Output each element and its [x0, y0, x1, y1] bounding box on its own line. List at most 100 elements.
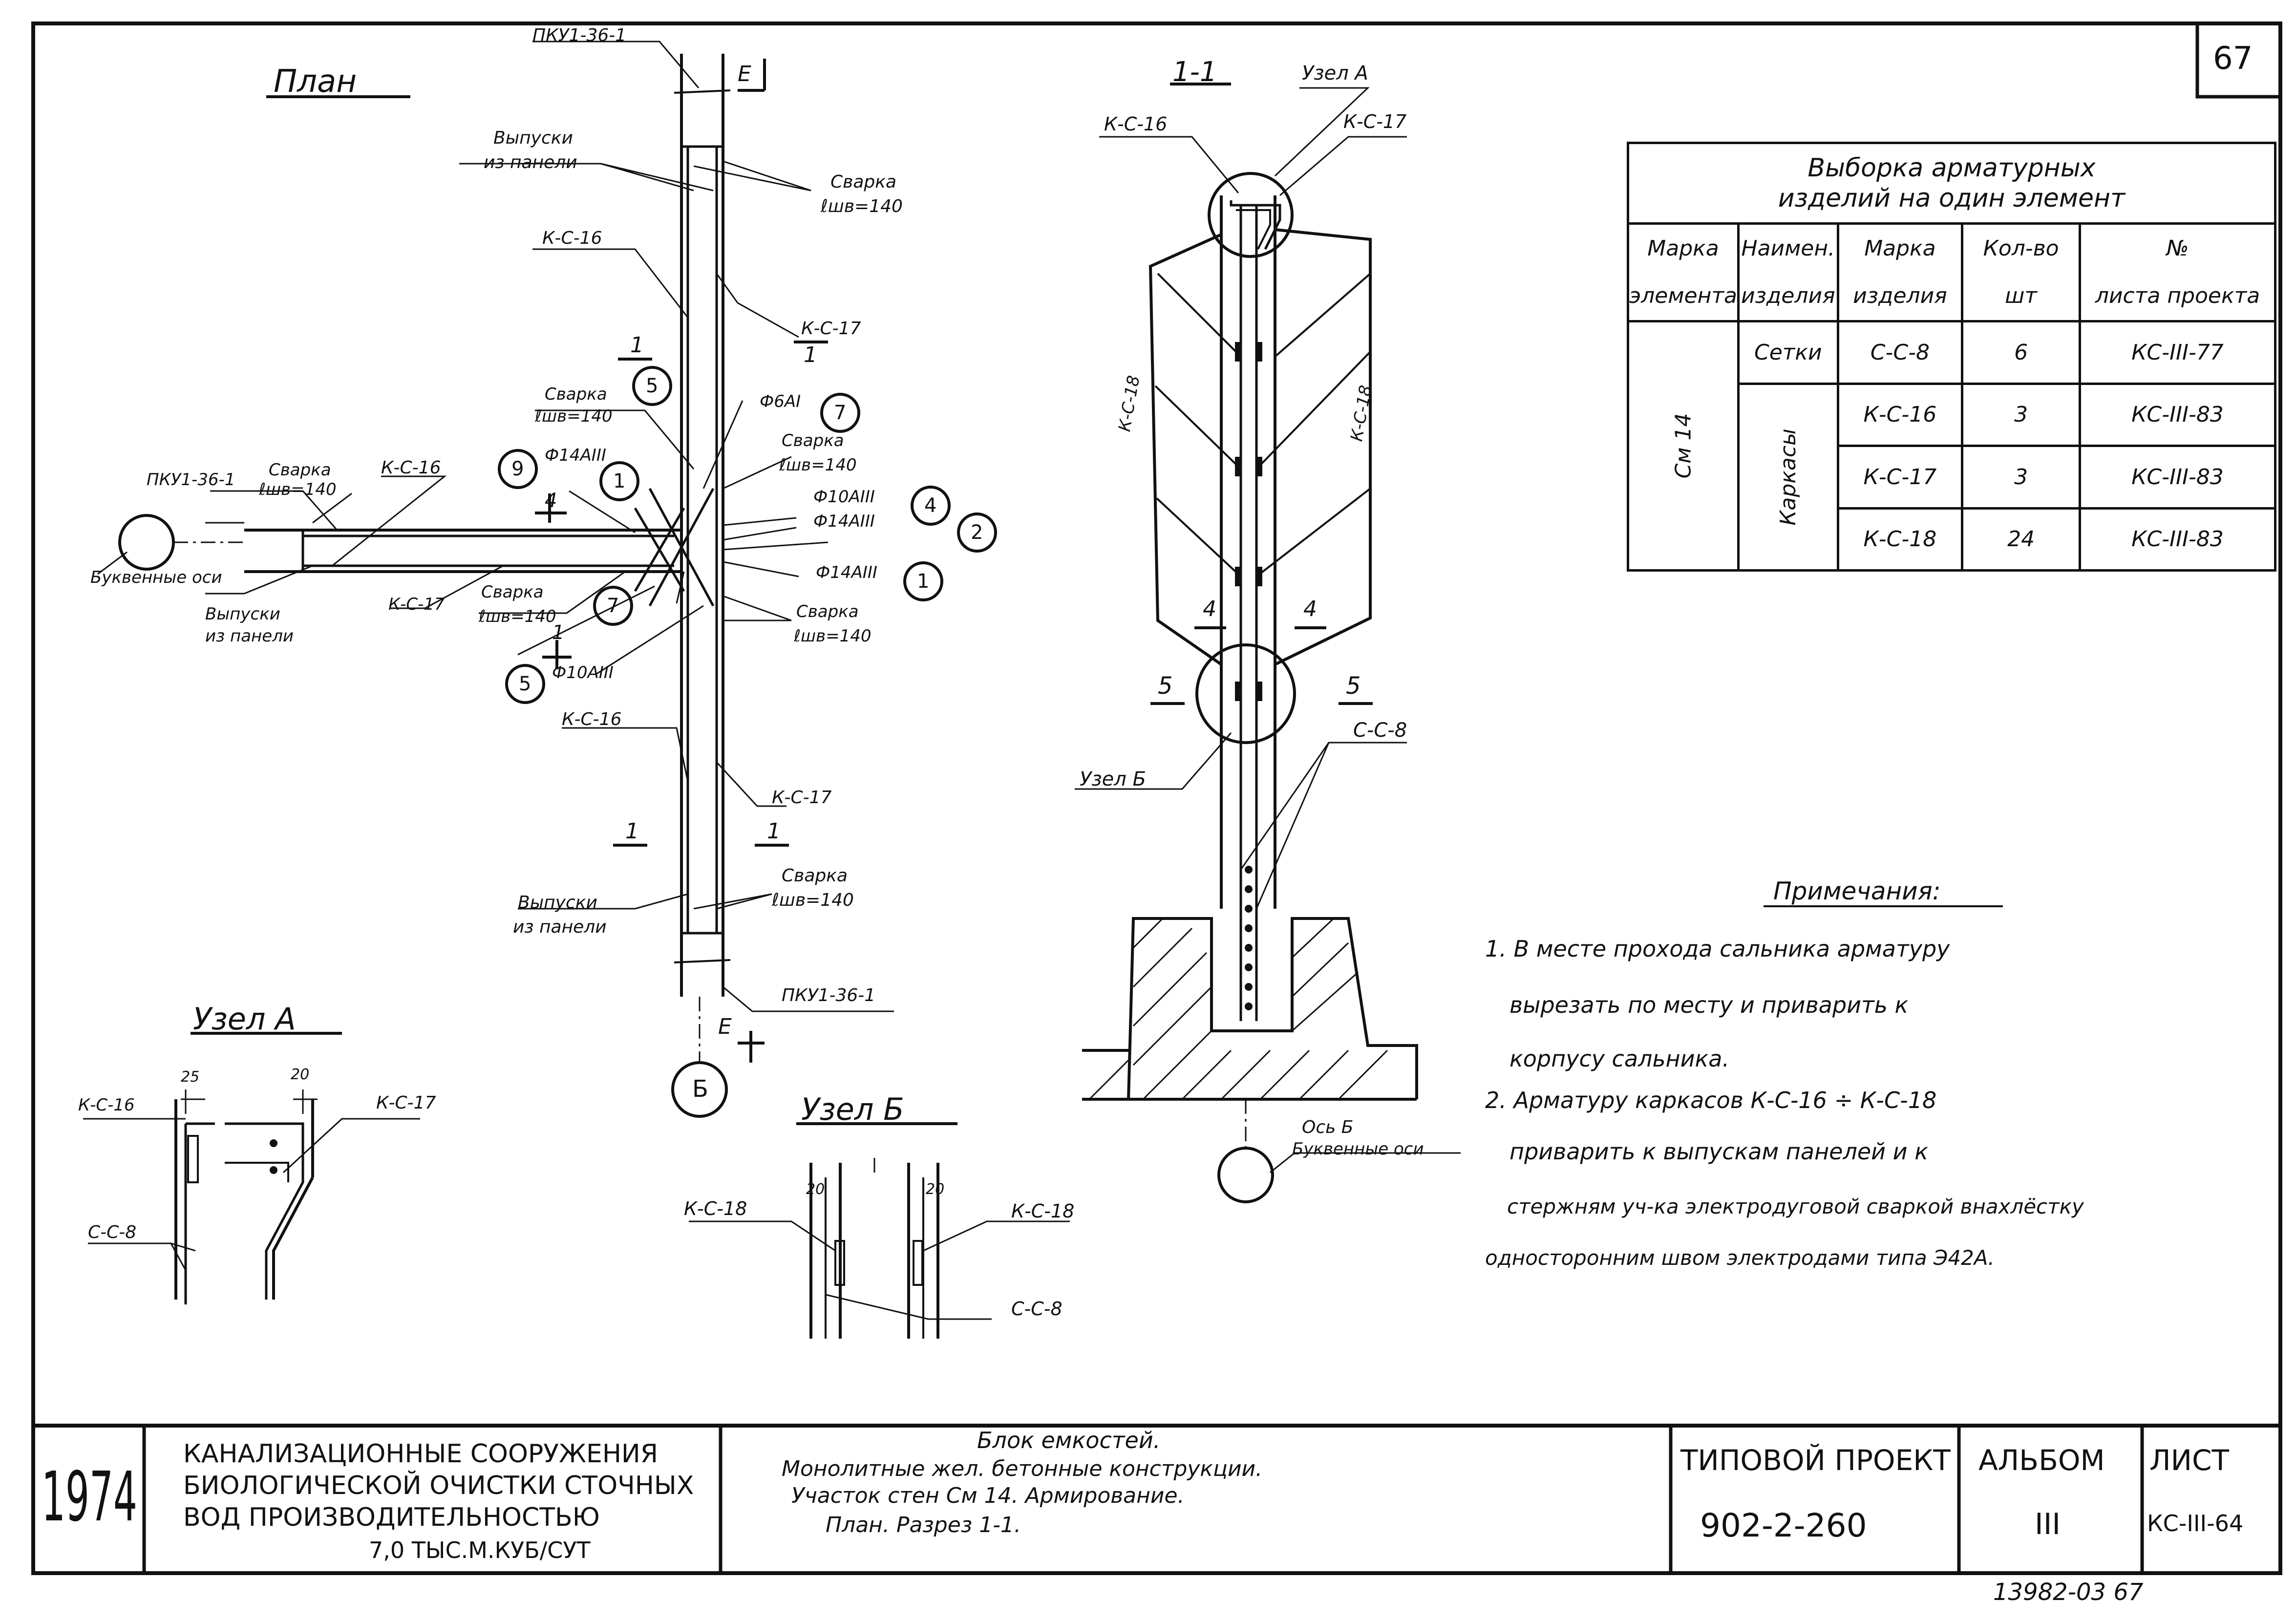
title-org-line: 7,0 ТЫС.М.КУБ/СУТ	[369, 1537, 591, 1563]
plan-label-ks16-bottom: К-С-16	[562, 709, 622, 729]
plan-label-ks17-bottom: К-С-17	[772, 788, 832, 808]
title-desc-line: План. Разрез 1-1.	[826, 1513, 1021, 1537]
section-label-cut-5-right: 5	[1346, 672, 1361, 700]
callout-2: 2	[971, 521, 983, 544]
table-sheet-cell: КС-III-83	[2078, 445, 2277, 510]
plan-label-section-4: 4	[545, 490, 557, 512]
section-label-cc8: С-С-8	[1353, 719, 1407, 742]
table-header-cell: Наимен. изделия	[1737, 222, 1839, 322]
plan-label-vypuski-left-1: Выпуски	[205, 604, 280, 624]
title-org-line: БИОЛОГИЧЕСКОЙ ОЧИСТКИ СТОЧНЫХ	[183, 1471, 694, 1500]
node-a-label-ks17: К-С-17	[376, 1093, 436, 1113]
section-label-uzel-b: Узел Б	[1080, 768, 1146, 790]
callout-4: 4	[924, 494, 937, 517]
plan-label-svarka-top-2: ℓшв=140	[821, 196, 903, 216]
plan-label-phi10-right: Ф10АIII	[813, 487, 875, 507]
table-qty-cell: 24	[1961, 507, 2081, 572]
node-b-label-dim20-left: 20	[806, 1181, 825, 1198]
note-line: приварить к выпускам панелей и к	[1509, 1138, 1928, 1165]
note-line: 1. В месте прохода сальника арматуру	[1485, 936, 1950, 962]
table-kind-cell: Сетки	[1737, 320, 1839, 385]
table-qty-cell: 6	[1961, 320, 2081, 385]
plan-label-section-1-mid: 1	[552, 621, 565, 644]
table-kind-karkasy: Каркасы	[1775, 428, 1801, 526]
plan-label-pku-left: ПКУ1-36-1	[147, 470, 235, 490]
plan-label-ks17-top: К-С-17	[801, 319, 861, 339]
table-mark-cell: К-С-18	[1836, 507, 1964, 572]
plan-label-vypuski-bot-1: Выпуски	[518, 893, 597, 913]
node-b-label-cc8: С-С-8	[1011, 1298, 1063, 1320]
plan-label-svarka-top-1: Сварка	[830, 172, 897, 192]
plan-label-section-1-br: 1	[767, 819, 781, 844]
table-sheet-cell: КС-III-77	[2078, 320, 2277, 385]
node-a-label-cc8: С-С-8	[88, 1222, 137, 1242]
plan-label-cut-e-bottom: Е	[718, 1014, 732, 1039]
plan-label-ks17-left: К-С-17	[388, 595, 445, 614]
plan-label-cut-e-top: Е	[738, 62, 751, 86]
title-org-line: ВОД ПРОИЗВОДИТЕЛЬНОСТЬЮ	[183, 1503, 600, 1532]
table-header-text: Наимен.	[1741, 235, 1835, 261]
plan-label-svarka-bot-1: Сварка	[782, 866, 848, 886]
plan-label-svarka-right-2: ℓшв=140	[779, 455, 857, 475]
plan-label-phi6: Ф6АI	[760, 392, 801, 411]
plan-label-svarka-lowright-2: ℓшв=140	[794, 626, 872, 646]
plan-label-svarka-left-2: ℓшв=140	[259, 480, 337, 499]
sheet-number-box	[2195, 21, 2282, 99]
footer-code: 13982-03 67	[1993, 1579, 2144, 1606]
table-qty-cell: 3	[1961, 445, 2081, 510]
plan-label-vypuski-bot-2: из панели	[513, 917, 607, 937]
title-desc-line: Монолитные жел. бетонные конструкции.	[782, 1456, 1263, 1481]
plan-label-section-1-top-right: 1	[804, 342, 817, 367]
plan-label-section-1-bl: 1	[625, 819, 639, 844]
table-header-text: листа проекта	[2095, 283, 2260, 308]
rebar-selection-table: Выборка арматурных изделий на один элеме…	[1627, 142, 2277, 572]
title-sheet-code: КС-III-64	[2147, 1510, 2244, 1537]
plan-label-section-1-top-left: 1	[630, 333, 644, 358]
section-label-uzel-a: Узел А	[1302, 62, 1368, 85]
table-header-text: №	[2166, 235, 2189, 261]
section-label-cut-4-left: 4	[1203, 597, 1216, 621]
plan-label-vypuski-top-1: Выпуски	[493, 128, 573, 148]
plan-label-svarka-low-1: Сварка	[481, 582, 544, 602]
plan-label-phi14-right2: Ф14АIII	[816, 563, 877, 582]
table-qty-cell: 3	[1961, 382, 2081, 447]
section-label-cut-4-right: 4	[1303, 597, 1317, 621]
title-project-number: 902-2-260	[1700, 1507, 1867, 1544]
node-a-label-dim20: 20	[291, 1066, 310, 1083]
table-mark-cell: С-С-8	[1836, 320, 1964, 385]
note-line: корпусу сальника.	[1509, 1046, 1730, 1072]
callout-9: 9	[511, 458, 524, 480]
table-title: Выборка арматурных изделий на один элеме…	[1627, 142, 2276, 225]
plan-title: План	[274, 64, 357, 100]
axis-b-plan: Б	[692, 1075, 708, 1103]
note-line: стержням уч-ка электродуговой сваркой вн…	[1507, 1195, 2084, 1218]
note-line: односторонним швом электродами типа Э42А…	[1485, 1246, 1995, 1270]
table-element-cell: См 14	[1627, 320, 1740, 572]
callout-5: 5	[646, 375, 659, 397]
table-header-text: изделия	[1741, 283, 1835, 308]
sheet-frame	[31, 21, 2282, 1575]
node-b-label-dim20-right: 20	[926, 1181, 945, 1198]
plan-label-pku-bottom: ПКУ1-36-1	[782, 985, 876, 1005]
plan-label-svarka-left-1: Сварка	[269, 460, 331, 480]
table-header-text: элемента	[1629, 283, 1737, 308]
plan-label-phi10-low: Ф10АIII	[552, 663, 614, 683]
plan-label-ks16-top: К-С-16	[542, 228, 602, 248]
plan-label-bukvennye-osi-left: Буквенные оси	[90, 568, 222, 587]
table-kind-cell: Каркасы	[1737, 382, 1839, 572]
table-mark-cell: К-С-17	[1836, 445, 1964, 510]
note-line: 2. Арматуру каркасов К-С-16 ÷ К-С-18	[1485, 1087, 1937, 1113]
table-header-text: изделия	[1853, 283, 1947, 308]
section-title: 1-1	[1172, 56, 1217, 88]
table-mark-cell: К-С-16	[1836, 382, 1964, 447]
table-title-line1: Выборка арматурных	[1807, 153, 2096, 183]
title-org-line: КАНАЛИЗАЦИОННЫЕ СООРУЖЕНИЯ	[183, 1439, 658, 1469]
callout-1: 1	[613, 470, 626, 492]
node-b-label-ks18-left: К-С-18	[684, 1198, 747, 1219]
table-sheet-cell: КС-III-83	[2078, 507, 2277, 572]
plan-label-svarka-lowright-1: Сварка	[796, 602, 859, 621]
